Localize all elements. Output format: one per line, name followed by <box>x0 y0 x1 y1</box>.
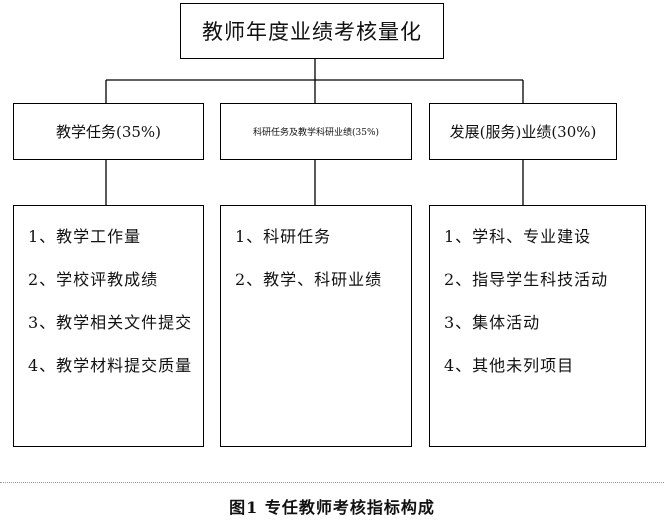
list-item: 1、教学工作量 <box>28 227 142 246</box>
branch-header-research-label: 科研任务及教学科研业绩(35%) <box>252 128 380 138</box>
branch-header-development: 发展(服务)业绩(30%) <box>429 103 617 160</box>
list-item: 2、指导学生科技活动 <box>444 270 609 289</box>
branch-header-teaching-label: 教学任务(35%) <box>55 123 162 141</box>
item-list-development: 1、学科、专业建设 2、指导学生科技活动 3、集体活动 4、其他未列项目 <box>429 205 646 447</box>
item-list-research: 1、科研任务 2、教学、科研业绩 <box>220 205 412 447</box>
list-item: 1、学科、专业建设 <box>444 227 592 246</box>
branch-header-development-label: 发展(服务)业绩(30%) <box>449 123 597 141</box>
item-list-teaching: 1、教学工作量 2、学校评教成绩 3、教学相关文件提交 4、教学材料提交质量 <box>13 205 204 447</box>
root-node: 教师年度业绩考核量化 <box>180 3 444 59</box>
list-item: 2、教学、科研业绩 <box>235 270 383 289</box>
branch-header-research: 科研任务及教学科研业绩(35%) <box>220 103 412 160</box>
branch-header-teaching: 教学任务(35%) <box>13 103 204 160</box>
figure-caption: 图1 专任教师考核指标构成 <box>229 498 435 517</box>
list-item: 3、教学相关文件提交 <box>28 313 193 332</box>
caption-divider <box>0 482 664 483</box>
list-item: 1、科研任务 <box>235 227 332 246</box>
list-item: 4、教学材料提交质量 <box>28 356 193 375</box>
list-item: 3、集体活动 <box>444 313 541 332</box>
list-item: 4、其他未列项目 <box>444 356 575 375</box>
root-label: 教师年度业绩考核量化 <box>202 20 422 44</box>
list-item: 2、学校评教成绩 <box>28 270 159 289</box>
